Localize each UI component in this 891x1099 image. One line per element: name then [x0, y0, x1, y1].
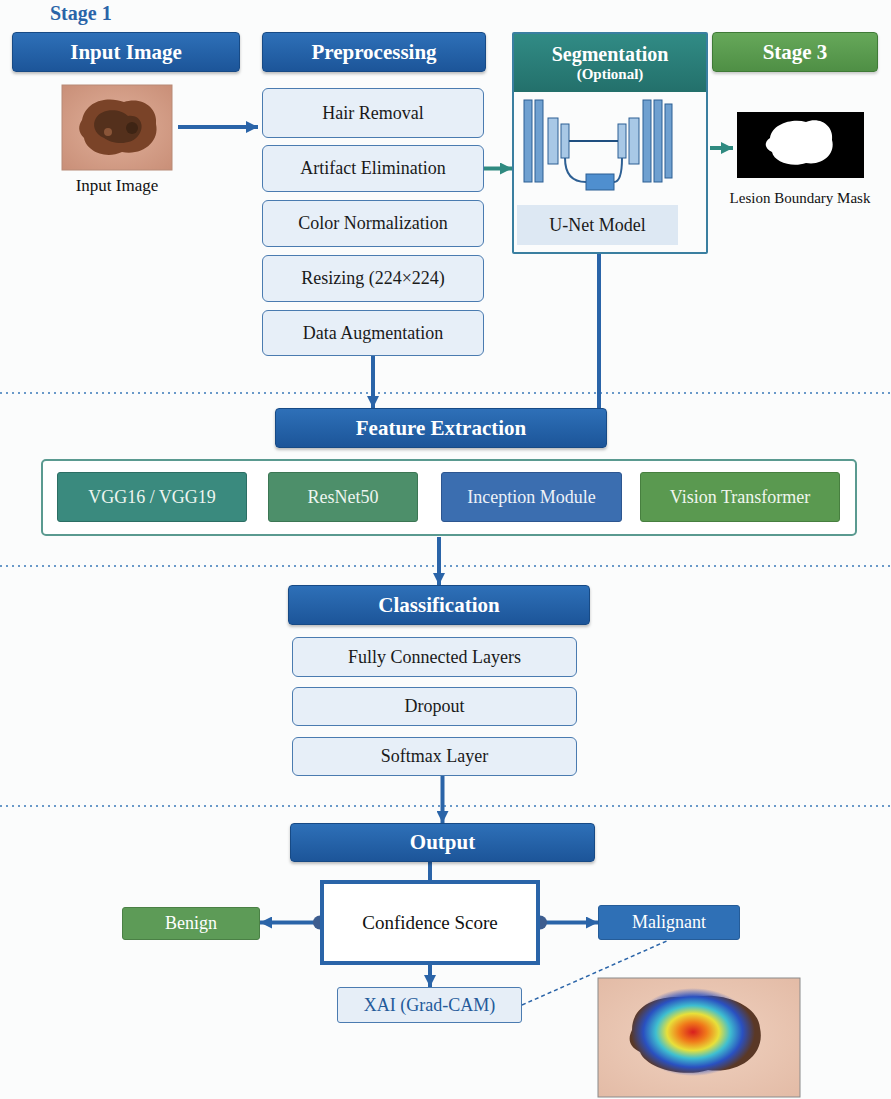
node-text: Feature Extraction [356, 416, 526, 440]
node-text: Hair Removal [322, 103, 423, 124]
node-text: Input Image [70, 40, 181, 64]
stage-header: Preprocessing [262, 32, 486, 72]
score-box: Confidence Score [320, 880, 540, 965]
section-divider [0, 565, 891, 567]
process-step: Resizing (224×224) [262, 255, 484, 302]
connector-arrow [441, 776, 445, 823]
connector-arrow [540, 921, 598, 925]
node-text: Softmax Layer [381, 746, 488, 767]
lesion-photo [62, 85, 172, 170]
node-text: Malignant [632, 912, 706, 933]
node-text: Preprocessing [311, 40, 436, 64]
stage-label: Stage 1 [50, 2, 112, 25]
class-box: Malignant [598, 905, 740, 940]
connector-arrow [371, 356, 375, 408]
node-text: U-Net Model [549, 215, 645, 236]
node-text: Color Normalization [298, 213, 447, 234]
gradcam-heatmap [598, 978, 800, 1097]
stage-header: Stage 3 [712, 32, 878, 72]
connector-arrow [428, 862, 432, 880]
flow-arrow [710, 146, 733, 150]
section-divider [0, 392, 891, 394]
node-text: Vision Transformer [670, 487, 810, 508]
node-text: Output [410, 830, 475, 854]
node-text: Segmentation [552, 43, 669, 66]
node-text: Classification [378, 593, 499, 617]
connector-arrow [597, 254, 601, 408]
process-step: Hair Removal [262, 88, 484, 138]
node-text: Resizing (224×224) [301, 268, 445, 289]
connector-arrow [428, 965, 432, 987]
node-text: ResNet50 [308, 487, 379, 508]
node-text: Confidence Score [362, 912, 498, 934]
segmentation-header: Segmentation(Optional) [514, 34, 706, 92]
model-box: U-Net Model [517, 205, 678, 245]
connector-arrow [260, 921, 320, 925]
node-text: Dropout [405, 696, 465, 717]
model-box: Inception Module [441, 472, 622, 522]
node-text: Artifact Elimination [300, 158, 445, 179]
xai-box: XAI (Grad-CAM) [337, 987, 522, 1023]
node-text: (Optional) [577, 66, 644, 83]
node-text: Fully Connected Layers [348, 647, 521, 668]
class-box: Benign [122, 907, 260, 940]
flow-arrow [178, 125, 258, 129]
model-box: VGG16 / VGG19 [57, 472, 247, 522]
section-divider [0, 805, 891, 807]
leader-line [522, 940, 669, 1005]
layer-box: Dropout [292, 687, 577, 726]
stage-header: Output [290, 823, 595, 862]
image-caption: Input Image [76, 176, 159, 196]
model-box: Vision Transformer [640, 472, 840, 522]
process-step: Data Augmentation [262, 310, 484, 356]
process-step: Artifact Elimination [262, 145, 484, 192]
node-text: Stage 3 [763, 40, 828, 64]
node-text: XAI (Grad-CAM) [364, 995, 495, 1016]
image-caption: Lesion Boundary Mask [730, 190, 871, 207]
unet-schematic [524, 100, 672, 190]
model-panel [42, 460, 856, 535]
node-text: Inception Module [467, 487, 595, 508]
connector-arrow [484, 167, 512, 171]
node-text: VGG16 / VGG19 [88, 487, 216, 508]
lesion-mask [737, 112, 864, 178]
node-text: Benign [165, 913, 217, 934]
model-box: ResNet50 [268, 472, 418, 522]
connector-arrow [437, 537, 441, 585]
layer-box: Softmax Layer [292, 737, 577, 776]
segmentation-panel: Segmentation(Optional) U-Net Model [512, 32, 708, 254]
stage-header: Input Image [12, 32, 240, 72]
layer-box: Fully Connected Layers [292, 637, 577, 677]
node-text: Data Augmentation [303, 323, 443, 344]
stage-header: Classification [288, 585, 590, 625]
stage-header: Feature Extraction [275, 408, 607, 448]
process-step: Color Normalization [262, 200, 484, 247]
